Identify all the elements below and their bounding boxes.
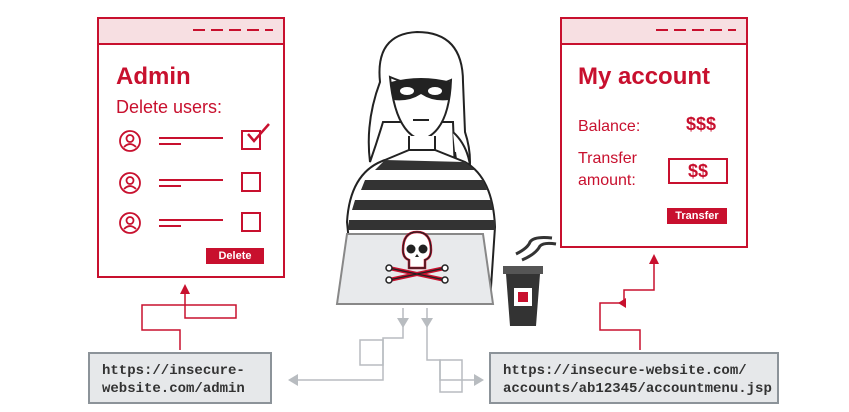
account-url-box: https://insecure-website.com/ accounts/a… [489,352,779,404]
account-window-titlebar [562,19,746,45]
delete-button[interactable]: Delete [206,248,264,264]
transfer-label-line2: amount: [578,172,636,189]
titlebar-dashes [193,29,273,31]
balance-value: $$$ [686,114,717,134]
check-icon [247,123,270,143]
account-url-line2: accounts/ab12345/accountmenu.jsp [503,381,772,397]
transfer-label-line1: Transfer [578,150,637,167]
user-checkbox-2[interactable] [241,172,261,192]
account-window: My account Balance: $$$ Transfer amount:… [560,17,748,248]
coffee-cup-icon [503,236,557,326]
user-checkbox-3[interactable] [241,212,261,232]
admin-window-titlebar [99,19,283,45]
user-icon [119,130,141,152]
row-line-short [159,225,181,227]
admin-url-line2: website.com/admin [102,381,245,397]
account-title: My account [578,63,711,90]
row-line-short [159,185,181,187]
transfer-amount-field[interactable]: $$ [668,158,728,184]
row-line [159,179,223,181]
account-url-line1: https://insecure-website.com/ [503,363,747,379]
admin-window: Admin Delete users: Delete [97,17,285,278]
delete-users-label: Delete users: [116,97,223,117]
balance-label: Balance: [578,118,641,135]
row-line [159,137,223,139]
user-checkbox-1[interactable] [241,130,261,150]
admin-title: Admin [116,63,191,90]
titlebar-dashes [656,29,736,31]
row-line [159,219,223,221]
transfer-button[interactable]: Transfer [667,208,727,224]
admin-url-line1: https://insecure- [102,363,245,379]
row-line-short [159,143,181,145]
user-icon [119,212,141,234]
admin-url-box: https://insecure- website.com/admin [88,352,272,404]
skull-icon [385,230,449,284]
user-icon [119,172,141,194]
